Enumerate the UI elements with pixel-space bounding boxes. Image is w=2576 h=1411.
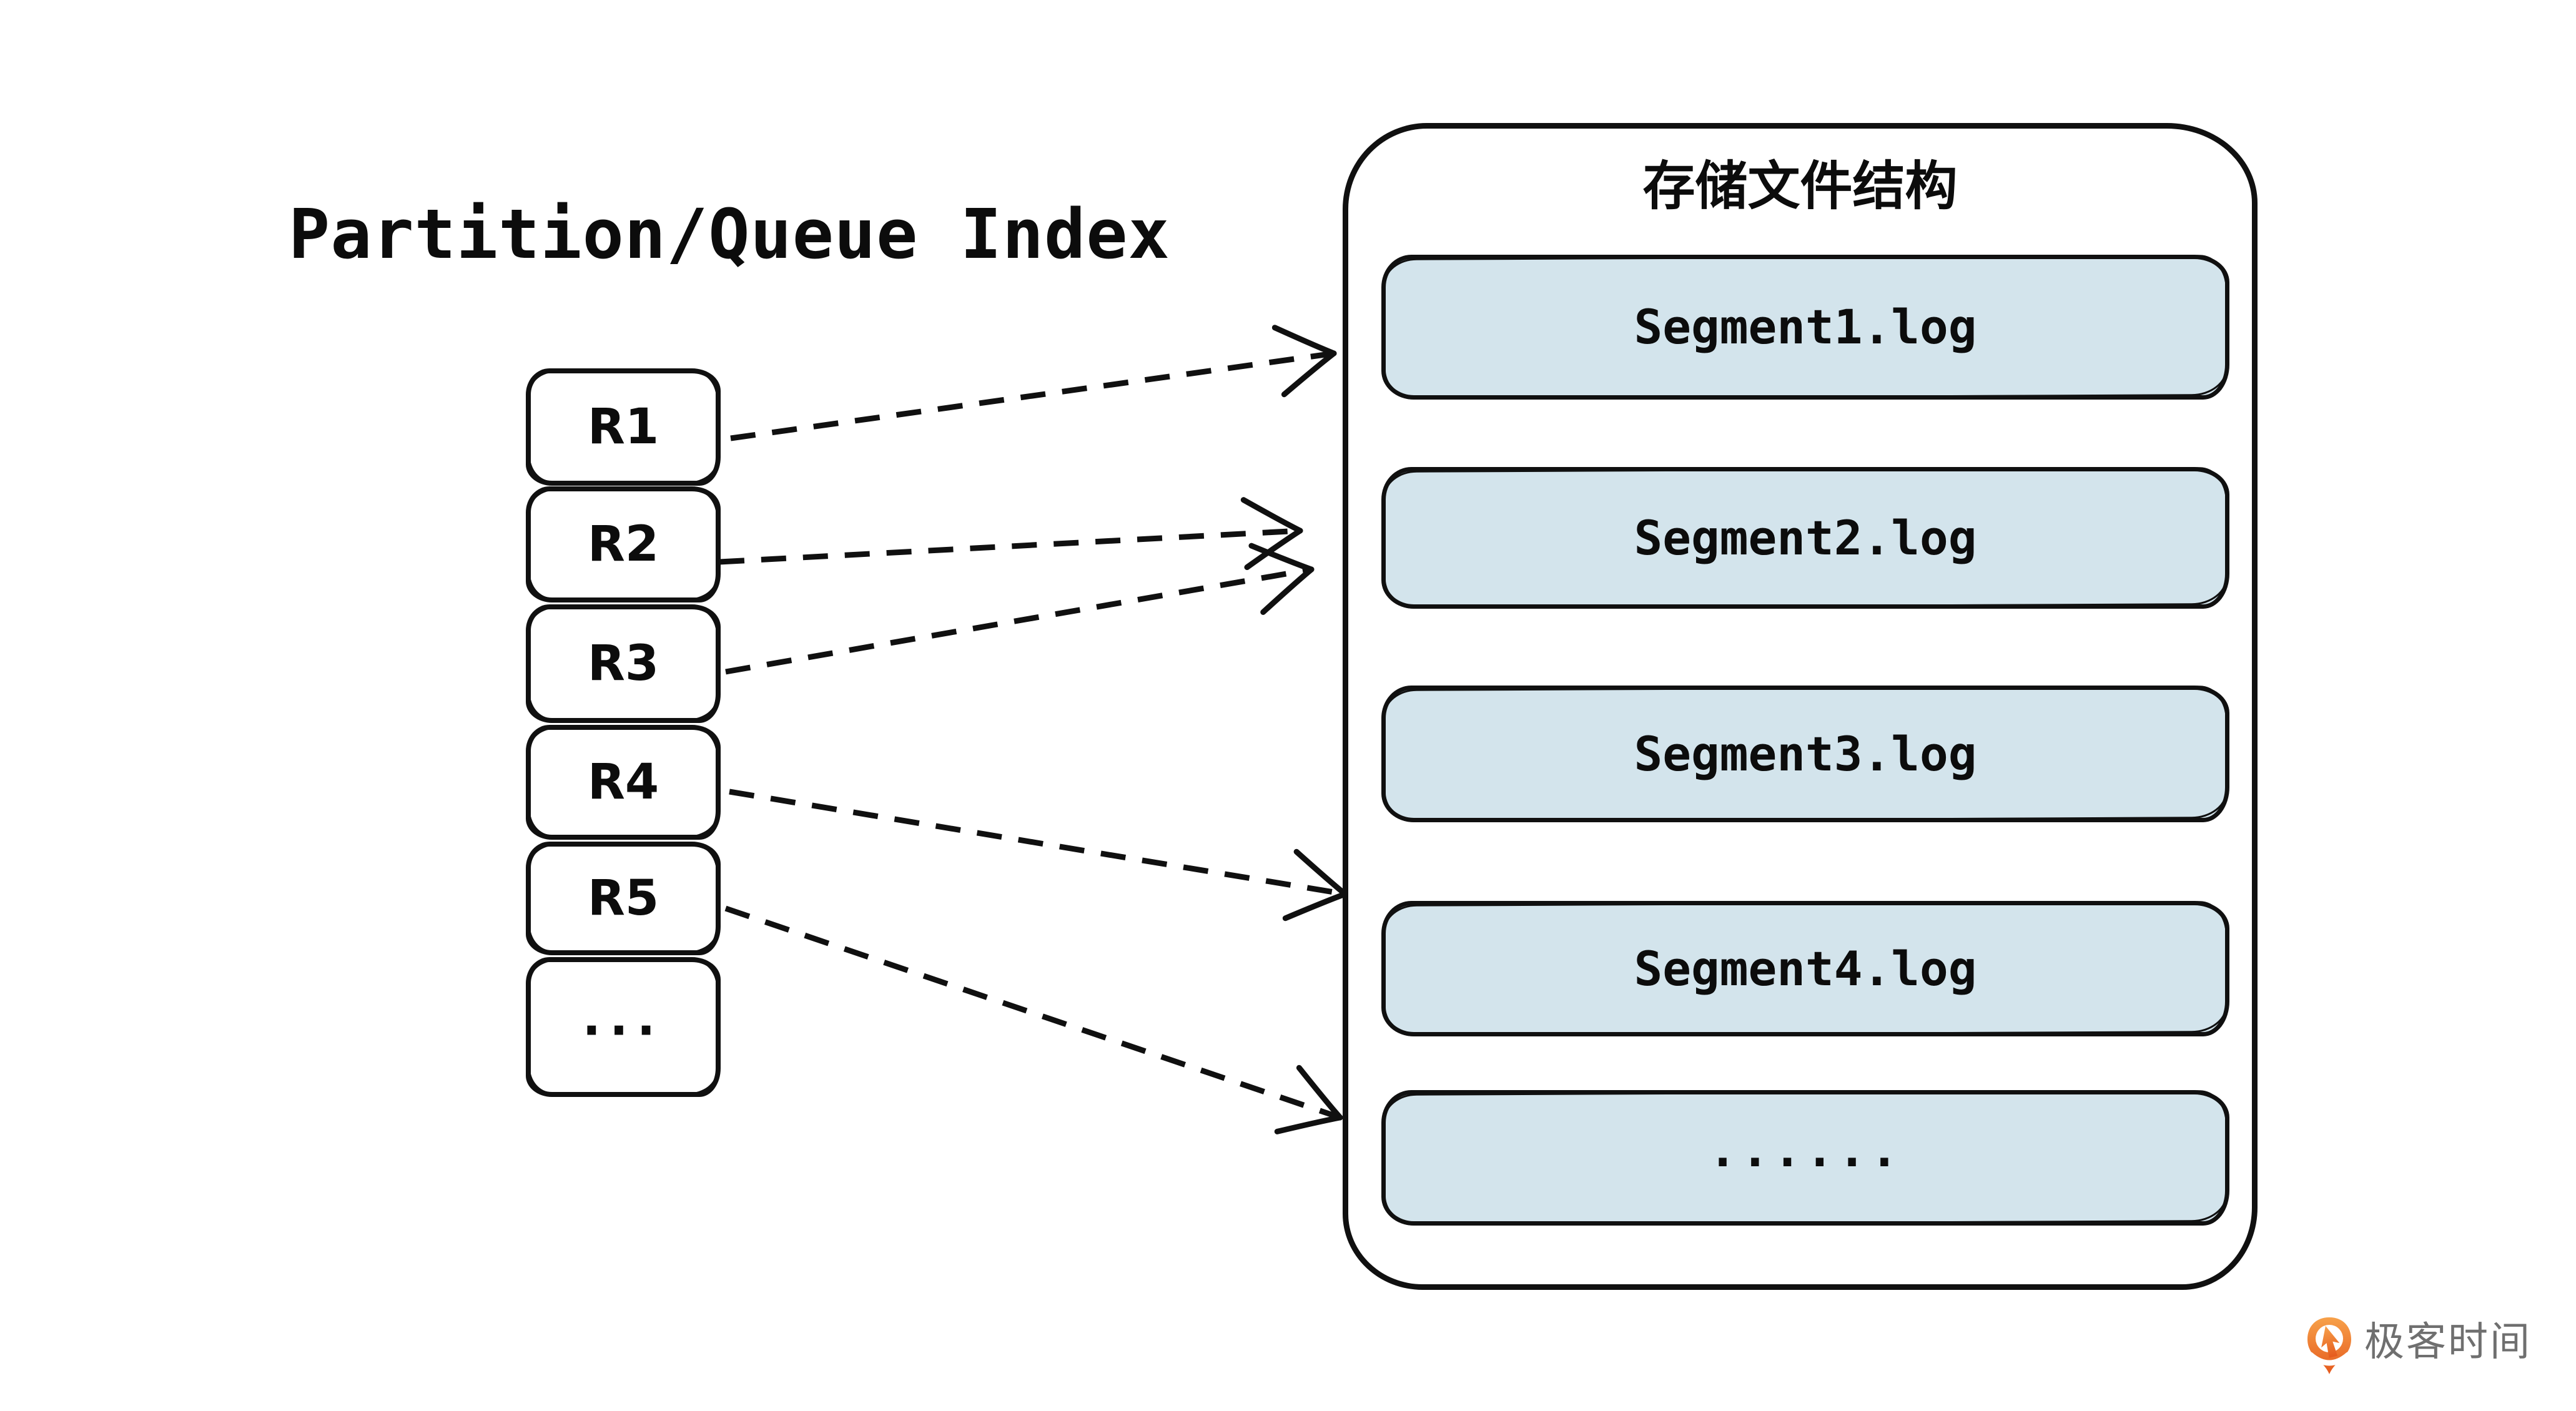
- storage-title: 存储文件结构: [1642, 155, 1958, 217]
- segment-label: ......: [1708, 1121, 1903, 1177]
- geektime-pin-icon: [2307, 1317, 2351, 1374]
- arrow-head-icon: [1271, 325, 1337, 398]
- segment-box-1: Segment1.log: [1381, 255, 2229, 400]
- arrow-line: [719, 528, 1301, 565]
- index-item-r2: R2: [526, 486, 721, 602]
- index-item-label: R4: [587, 754, 659, 810]
- index-item-r5: R5: [526, 842, 721, 955]
- arrow-r5-to-segment-ellipsis: [724, 905, 1343, 1134]
- segment-label: Segment3.log: [1634, 725, 1977, 782]
- segment-box-2: Segment2.log: [1381, 467, 2229, 609]
- index-title: Partition/Queue Index: [289, 194, 1170, 274]
- arrow-r1-to-segment1: [730, 325, 1337, 441]
- index-item-r3: R3: [526, 604, 721, 723]
- segment-box-4: Segment4.log: [1381, 901, 2229, 1036]
- arrow-r2-to-segment2: [719, 497, 1303, 571]
- geektime-logo: 极客时间: [2306, 1316, 2532, 1376]
- index-item-r1: R1: [526, 368, 721, 486]
- index-item-ellipsis: ...: [526, 957, 721, 1097]
- arrow-head-icon: [1282, 848, 1348, 922]
- arrow-r4-to-segment4: [729, 789, 1348, 922]
- segment-box-ellipsis: ......: [1381, 1090, 2229, 1226]
- arrow-line: [730, 350, 1335, 441]
- segment-label: Segment2.log: [1634, 509, 1977, 566]
- arrow-line: [724, 905, 1341, 1121]
- arrow-line: [729, 789, 1346, 897]
- index-item-label: ...: [582, 990, 664, 1047]
- arrow-head-icon: [1240, 497, 1303, 571]
- arrow-r3-to-segment2: [725, 543, 1315, 675]
- index-item-label: R3: [587, 636, 659, 692]
- geektime-logo-text: 极客时间: [2364, 1319, 2532, 1365]
- segment-label: Segment4.log: [1634, 940, 1977, 996]
- index-item-r4: R4: [526, 725, 721, 840]
- index-item-label: R1: [587, 399, 659, 455]
- arrow-head-icon: [1248, 543, 1315, 615]
- index-item-label: R2: [587, 516, 659, 573]
- index-item-label: R5: [587, 870, 659, 927]
- segment-box-3: Segment3.log: [1381, 686, 2229, 822]
- arrow-head-icon: [1274, 1064, 1343, 1134]
- segment-label: Segment1.log: [1634, 299, 1977, 355]
- arrow-line: [725, 566, 1312, 675]
